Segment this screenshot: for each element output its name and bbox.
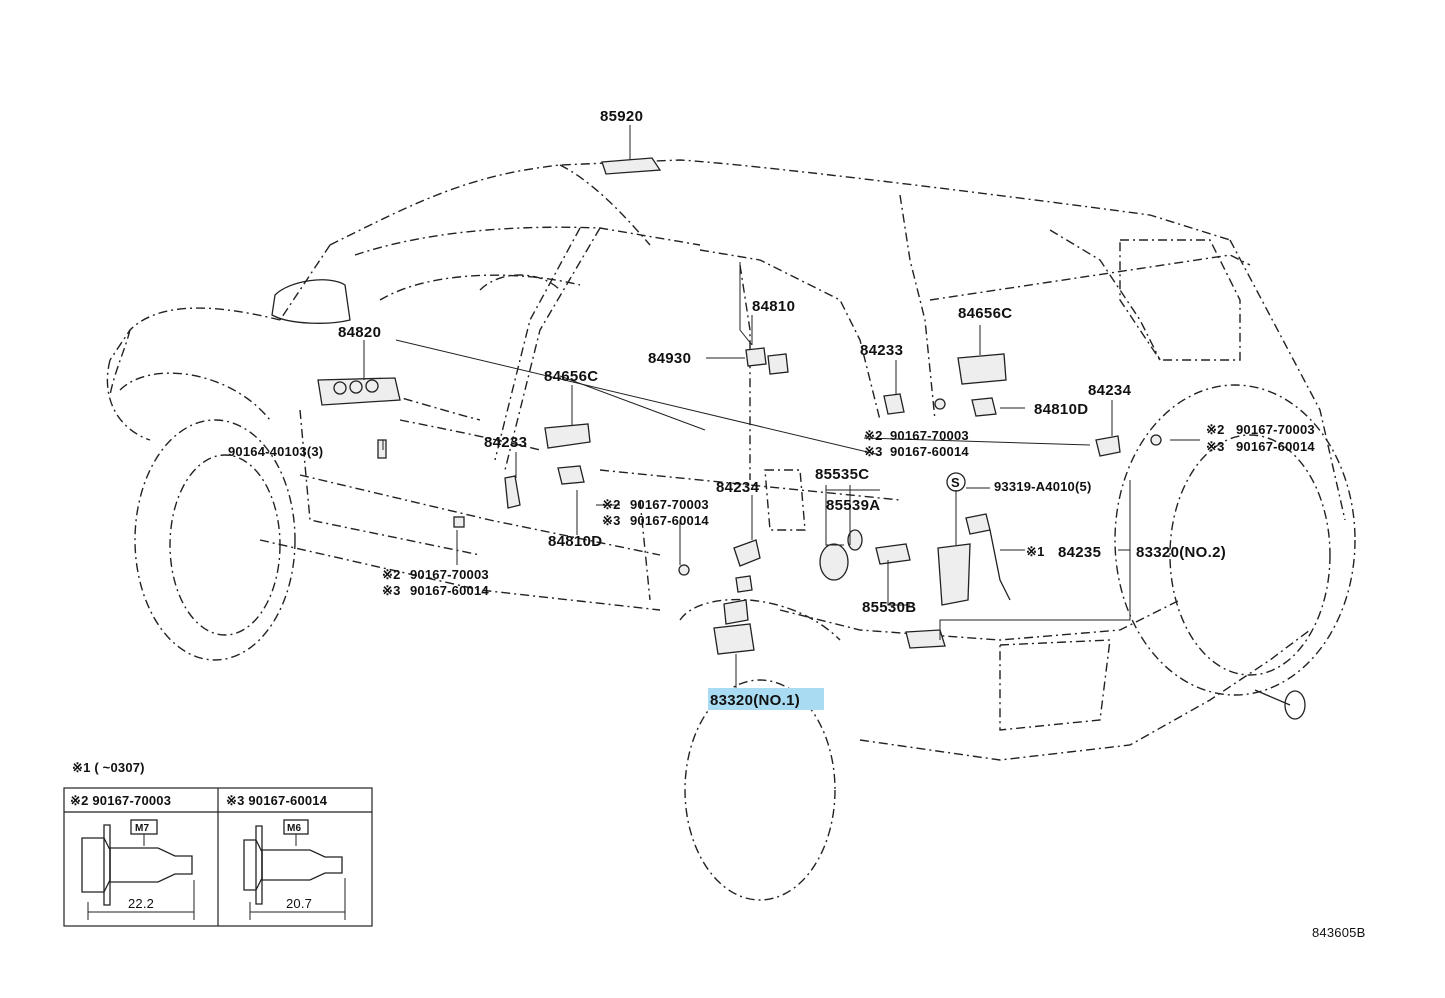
- label-84233-left[interactable]: 84233: [484, 434, 527, 451]
- label-84656C-right[interactable]: 84656C: [958, 305, 1012, 322]
- label-83320-no2[interactable]: 83320(NO.2): [1136, 544, 1226, 561]
- note-ref-3: ※3: [382, 583, 401, 598]
- note-ref-3: ※3: [602, 513, 621, 528]
- label-screw-c1[interactable]: 90167-70003: [630, 497, 709, 512]
- note-ref-3: ※3: [864, 444, 883, 459]
- label-84810D-left[interactable]: 84810D: [548, 533, 602, 550]
- note-ref-2: ※2: [602, 497, 621, 512]
- diagram-id: 843605B: [1312, 925, 1365, 940]
- label-84233-right[interactable]: 84233: [860, 342, 903, 359]
- label-screw-c2[interactable]: 90167-60014: [630, 513, 709, 528]
- label-84810D-right[interactable]: 84810D: [1034, 401, 1088, 418]
- highlight-83320-no1: [708, 688, 824, 710]
- part-labels: 85920 84820 84810 84930 84656C 84656C 84…: [228, 108, 1315, 710]
- note-ref-2: ※2: [1206, 422, 1225, 437]
- note-ref-2: ※2: [382, 567, 401, 582]
- svg-text:20.7: 20.7: [286, 896, 312, 911]
- legend-note1: ※1 ( ~0307): [72, 760, 145, 775]
- label-85535C[interactable]: 85535C: [815, 466, 869, 483]
- parts: [317, 157, 1162, 655]
- label-85539A[interactable]: 85539A: [826, 497, 880, 514]
- label-93319[interactable]: 93319-A4010(5): [994, 479, 1091, 494]
- svg-text:M7: M7: [135, 823, 150, 834]
- legend-cell1-title: ※2 90167-70003: [70, 793, 171, 808]
- s-circle-label: S: [951, 475, 960, 490]
- label-screw-a2[interactable]: 90167-60014: [890, 444, 969, 459]
- label-screw-d1[interactable]: 90167-70003: [410, 567, 489, 582]
- label-84930[interactable]: 84930: [648, 350, 691, 367]
- label-84234-mid[interactable]: 84234: [716, 479, 760, 496]
- note-ref-1: ※1: [1026, 544, 1045, 559]
- label-screw-a1[interactable]: 90167-70003: [890, 428, 969, 443]
- label-84656C-left[interactable]: 84656C: [544, 368, 598, 385]
- label-screw-b2[interactable]: 90167-60014: [1236, 439, 1315, 454]
- label-84810[interactable]: 84810: [752, 298, 795, 315]
- screw-m7-drawing: M7 22.2: [81, 819, 195, 920]
- label-screw-d2[interactable]: 90167-60014: [410, 583, 489, 598]
- legend: ※1 ( ~0307) ※2 90167-70003 ※3 90167-6001…: [63, 760, 373, 927]
- label-83320-no1[interactable]: 83320(NO.1): [710, 692, 800, 709]
- leader-lines: [363, 125, 1200, 690]
- s-circle-icon: [946, 472, 966, 492]
- dome-light-85920: [601, 157, 662, 175]
- label-84820[interactable]: 84820: [338, 324, 381, 341]
- note-ref-2: ※2: [864, 428, 883, 443]
- label-85530B[interactable]: 85530B: [862, 599, 916, 616]
- screw-m6-drawing: M6 20.7: [243, 819, 346, 920]
- note-ref-3: ※3: [1206, 439, 1225, 454]
- legend-cell2-title: ※3 90167-60014: [226, 793, 328, 808]
- label-84235[interactable]: 84235: [1058, 544, 1101, 561]
- svg-text:22.2: 22.2: [128, 896, 154, 911]
- label-screw-b1[interactable]: 90167-70003: [1236, 422, 1315, 437]
- vehicle-outline: [106, 159, 1356, 901]
- switch-bezel-84656C-left: [544, 423, 591, 449]
- label-90164[interactable]: 90164-40103(3): [228, 444, 323, 459]
- label-85920[interactable]: 85920: [600, 108, 643, 125]
- label-84234-right[interactable]: 84234: [1088, 382, 1132, 399]
- svg-text:M6: M6: [287, 823, 302, 834]
